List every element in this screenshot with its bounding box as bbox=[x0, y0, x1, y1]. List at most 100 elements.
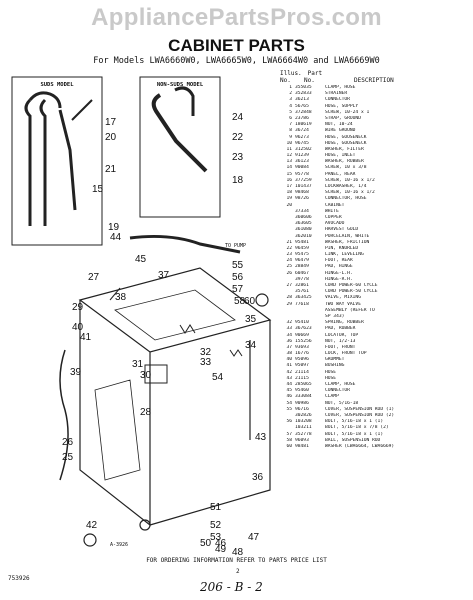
row-illus-no: 9 bbox=[289, 134, 292, 140]
table-row: SP 343) bbox=[280, 314, 472, 320]
row-illus-no: 7 bbox=[289, 122, 292, 128]
row-description: SCREW, 10-16 x 1/2 bbox=[325, 177, 375, 183]
row-description: HOSE bbox=[325, 375, 337, 381]
svg-text:35: 35 bbox=[245, 314, 257, 325]
row-illus-no: 6 bbox=[289, 115, 292, 121]
row-description: SPRING, RUBBER bbox=[325, 320, 364, 326]
svg-text:20: 20 bbox=[105, 132, 117, 143]
row-part-no: 96093 bbox=[295, 437, 309, 443]
row-illus-no: 29 bbox=[286, 301, 292, 307]
svg-text:48: 48 bbox=[232, 547, 244, 558]
row-description: HOSE, GOOSENECK bbox=[325, 140, 367, 146]
svg-text:54: 54 bbox=[212, 372, 224, 383]
header-part: Part bbox=[307, 70, 323, 77]
row-description: SP 343) bbox=[325, 313, 345, 319]
svg-text:24: 24 bbox=[232, 112, 244, 123]
row-description: TWO WAY VALVE bbox=[325, 301, 361, 307]
row-part-no: 60467 bbox=[295, 270, 309, 276]
row-part-no: 362010 bbox=[295, 233, 312, 239]
row-description: STRAINER bbox=[325, 91, 348, 97]
svg-text:60: 60 bbox=[244, 296, 256, 307]
row-part-no: 90986 bbox=[295, 400, 309, 406]
row-description: CLAMP bbox=[325, 394, 339, 400]
svg-text:29: 29 bbox=[72, 302, 84, 313]
row-part-no: 90084 bbox=[295, 165, 309, 171]
row-illus-no: 27 bbox=[286, 283, 292, 288]
row-illus-no: 14 bbox=[286, 165, 292, 171]
row-description: NUT, 5/16-18 bbox=[325, 400, 359, 406]
svg-text:39: 39 bbox=[70, 367, 82, 378]
svg-text:25: 25 bbox=[62, 452, 74, 463]
row-part-no: 95460 bbox=[295, 388, 309, 394]
row-description: BOLT, 5/16-18 x 7/8 (2) bbox=[325, 425, 389, 431]
row-part-no: 28849 bbox=[295, 264, 309, 270]
svg-text:45: 45 bbox=[135, 254, 147, 265]
table-row: ASSEMBLY (REFER TO bbox=[280, 308, 472, 314]
row-illus-no: 26 bbox=[286, 270, 292, 276]
svg-text:32: 32 bbox=[200, 347, 212, 358]
row-illus-no: 23 bbox=[286, 252, 292, 258]
svg-text:38: 38 bbox=[115, 292, 127, 303]
row-description: HOSE, GOOSENECK bbox=[325, 134, 367, 140]
svg-text:17: 17 bbox=[105, 117, 117, 128]
non-suds-model-label: NON-SUDS MODEL bbox=[156, 82, 204, 88]
svg-text:26: 26 bbox=[62, 437, 74, 448]
row-description: PAD, RUBBER bbox=[325, 326, 356, 332]
svg-text:27: 27 bbox=[88, 272, 100, 283]
row-description: HINGE-L.H. bbox=[325, 270, 353, 276]
svg-text:31: 31 bbox=[132, 359, 144, 370]
row-description: HOSE, SUPPLY bbox=[325, 103, 359, 109]
row-part-no: 21114 bbox=[295, 369, 309, 375]
row-illus-no: 42 bbox=[286, 369, 292, 375]
row-part-no: 285065 bbox=[295, 382, 312, 387]
svg-text:51: 51 bbox=[210, 502, 222, 513]
row-illus-no: 55 bbox=[286, 406, 292, 412]
row-description: NUT, 1/2-13 bbox=[325, 338, 356, 344]
row-part-no: 39778 bbox=[295, 276, 309, 282]
parts-table-header: Illus. Part No.No.DESCRIPTION bbox=[280, 70, 470, 84]
row-description: PORCELAIN, WHITE bbox=[325, 233, 370, 239]
row-description: WIRE GROUND bbox=[325, 128, 356, 134]
row-part-no: 98726 bbox=[295, 196, 309, 202]
row-part-no: 312502 bbox=[295, 146, 312, 152]
row-description: PANEL, REAR bbox=[325, 171, 356, 177]
row-part-no: 363425 bbox=[295, 295, 312, 301]
watermark: AppliancePartsPros.com bbox=[91, 4, 382, 31]
row-illus-no: 1 bbox=[289, 85, 292, 90]
row-description: CABINET bbox=[325, 202, 345, 208]
row-part-no: 361080 bbox=[295, 227, 312, 233]
row-part-no: 90669 bbox=[295, 332, 309, 338]
row-description: CORD POWER-50 CYCLE bbox=[325, 289, 378, 295]
row-part-no: 36123 bbox=[295, 159, 309, 165]
row-description: WASHER, FILTER bbox=[325, 146, 364, 152]
svg-text:28: 28 bbox=[140, 407, 152, 418]
row-illus-no: 25 bbox=[286, 264, 292, 270]
row-part-no: 36213 bbox=[295, 97, 309, 103]
row-description: LOCATOR, TOP bbox=[325, 332, 359, 338]
